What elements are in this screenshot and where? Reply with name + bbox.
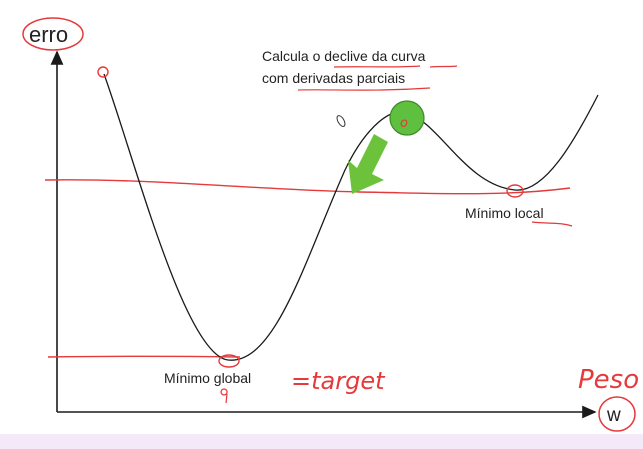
local-level-line [44, 179, 571, 195]
erro-circle [22, 17, 84, 51]
annotation-underline-1 [333, 65, 458, 68]
arrow-down-left-icon [348, 134, 388, 194]
local-min-label: Mínimo local [465, 205, 544, 221]
error-curve [103, 73, 599, 361]
global-min-label: Mínimo global [164, 370, 251, 386]
y-axis-label: erro [29, 22, 68, 47]
handwritten-peso: Peso [578, 365, 639, 395]
global-level-line [47, 355, 241, 358]
local-min-marker [506, 184, 524, 198]
ball-mark-text: o [400, 116, 408, 131]
start-point-marker [97, 66, 109, 78]
local-label-underline [531, 221, 573, 227]
pen-cursor-icon [336, 115, 346, 127]
ball-marker-icon [389, 100, 425, 136]
annotation-line-1: Calcula o declive da curva [262, 48, 426, 64]
x-axis-label: w [606, 405, 621, 426]
w-circle [598, 396, 636, 432]
handwritten-mark [220, 388, 228, 404]
footer-strip [0, 434, 643, 449]
annotation-line-2: com derivadas parciais [262, 70, 405, 86]
handwritten-target: =target [291, 367, 386, 395]
annotation-underline-2 [297, 87, 431, 91]
global-min-marker [218, 354, 240, 368]
